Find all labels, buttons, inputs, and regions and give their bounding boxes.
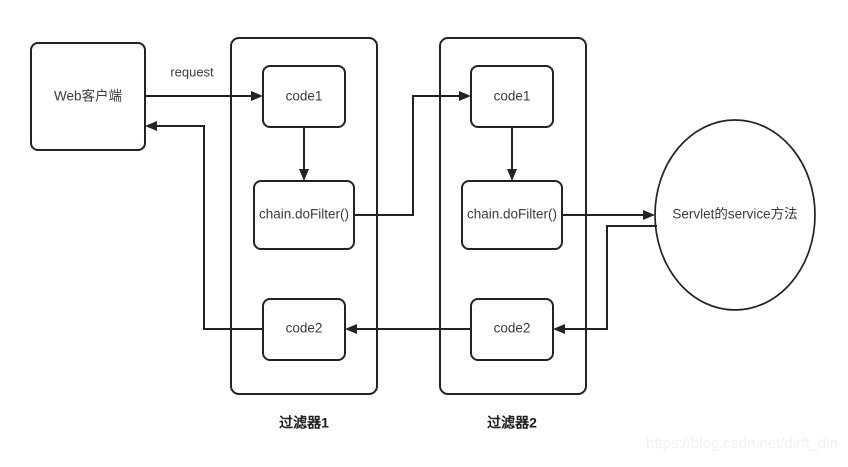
edge-filter2-dofilter-to-servlet bbox=[562, 210, 655, 220]
edge-line bbox=[354, 95, 464, 216]
filter1-caption: 过滤器1 bbox=[279, 415, 329, 431]
web-client-node: Web客户端 bbox=[30, 42, 146, 151]
servlet-node: Servlet的service方法 bbox=[654, 119, 816, 311]
edge-line bbox=[152, 125, 263, 330]
filter1-dofilter-label: chain.doFilter() bbox=[259, 207, 349, 222]
filter2-code2-node: code2 bbox=[470, 298, 554, 361]
arrow-head-icon bbox=[299, 169, 309, 181]
filter1-code1-label: code1 bbox=[286, 89, 323, 104]
filter2-caption: 过滤器2 bbox=[487, 415, 537, 431]
servlet-label: Servlet的service方法 bbox=[672, 207, 797, 222]
request-label: request bbox=[170, 64, 214, 79]
edge-filter2-code1-to-dofilter bbox=[507, 127, 517, 181]
arrow-head-icon bbox=[345, 324, 357, 334]
arrow-head-icon bbox=[145, 121, 157, 131]
filter1-code1-node: code1 bbox=[262, 65, 346, 128]
web-client-label: Web客户端 bbox=[54, 88, 122, 104]
filter2-code1-node: code1 bbox=[470, 65, 554, 128]
arrow-head-icon bbox=[507, 169, 517, 181]
arrow-head-icon bbox=[251, 91, 263, 101]
filter1-code2-node: code2 bbox=[262, 298, 346, 361]
arrow-head-icon bbox=[643, 210, 655, 220]
filter2-code2-label: code2 bbox=[494, 321, 531, 336]
arrow-head-icon bbox=[459, 91, 471, 101]
edge-filter2-code2-to-filter1-code2 bbox=[345, 324, 471, 334]
watermark-text: https://blog.csdn.net/dirft_din bbox=[646, 435, 838, 452]
edge-filter1-code2-to-client bbox=[145, 121, 263, 330]
filter1-code2-label: code2 bbox=[286, 321, 323, 336]
edge-servlet-to-filter2-code2 bbox=[553, 225, 657, 334]
filter2-code1-label: code1 bbox=[494, 89, 531, 104]
filter1-dofilter-node: chain.doFilter() bbox=[253, 180, 355, 250]
edge-filter1-code1-to-dofilter bbox=[299, 127, 309, 181]
edge-client-to-filter1-code1: request bbox=[145, 64, 263, 101]
edge-filter1-dofilter-to-filter2-code1 bbox=[354, 91, 471, 216]
arrow-head-icon bbox=[553, 324, 565, 334]
filter2-dofilter-label: chain.doFilter() bbox=[467, 207, 557, 222]
edge-line bbox=[560, 225, 657, 330]
filter2-dofilter-node: chain.doFilter() bbox=[461, 180, 563, 250]
